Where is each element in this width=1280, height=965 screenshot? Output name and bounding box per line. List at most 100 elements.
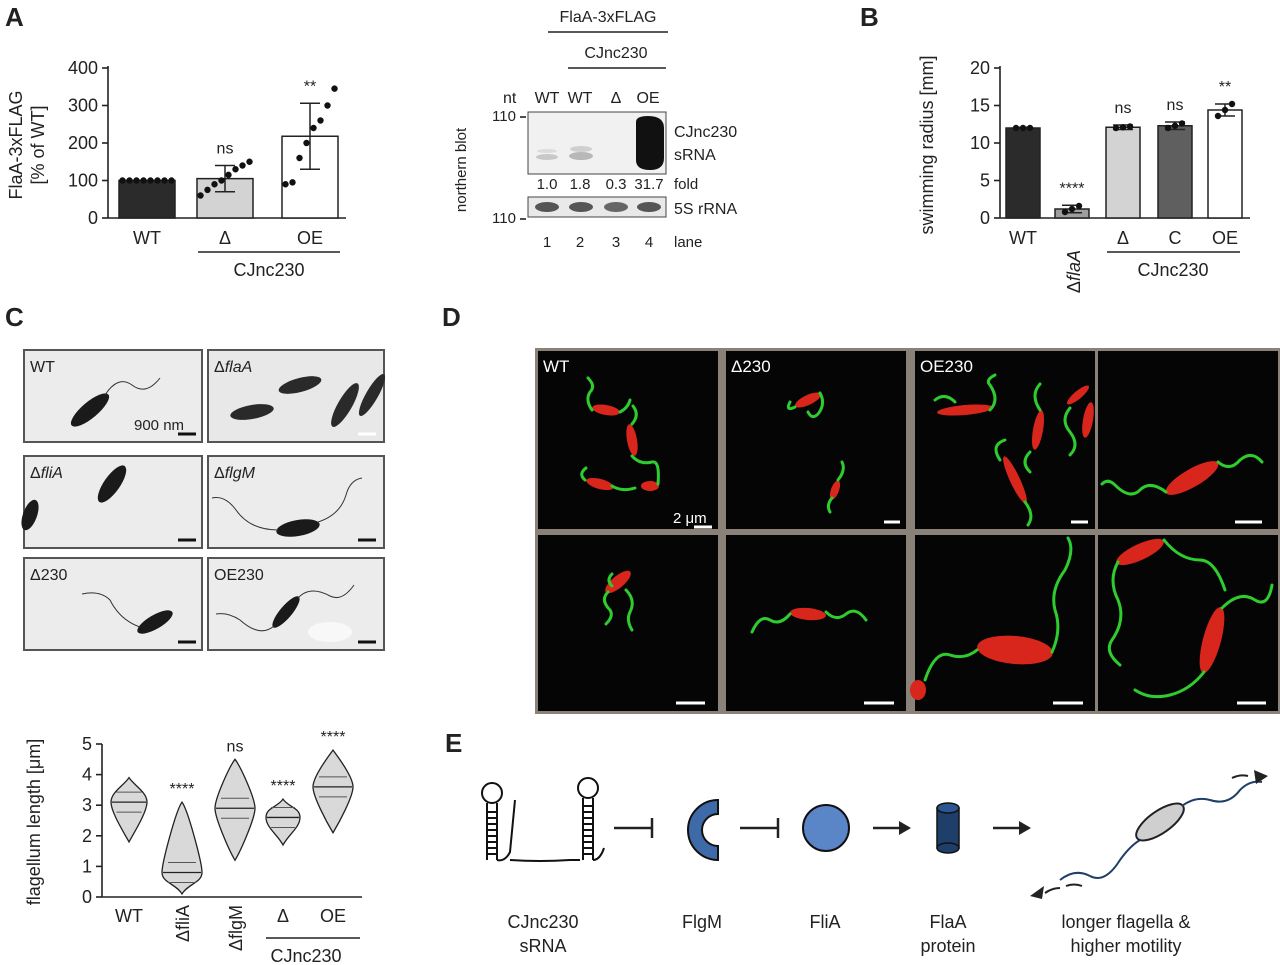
blot-rrna-band-1 (535, 202, 559, 212)
data-point (211, 181, 218, 188)
micrograph-cell (137, 610, 173, 634)
micrograph-label-wt: WT (30, 359, 55, 376)
data-point (1221, 106, 1229, 114)
x-tick-label: C (1169, 228, 1182, 248)
data-point (232, 166, 239, 173)
panel-a-group-label: CJnc230 (233, 260, 304, 280)
model-label-outcome-line2: higher motility (1070, 936, 1181, 956)
y-tick-label: 0 (88, 208, 98, 228)
data-point (296, 154, 303, 162)
x-tick-label: WT (1009, 228, 1037, 248)
micrograph-label-dflaa: ΔflaA (214, 359, 252, 376)
srna-structure-icon (481, 777, 605, 862)
data-point (1026, 124, 1034, 132)
micrograph-cell (278, 376, 322, 394)
micrograph-wt: WT 900 nm (23, 349, 203, 443)
blot-lane-number-3: 3 (612, 234, 620, 251)
micrograph-d230: Δ230 (23, 557, 203, 651)
y-tick-label: 0 (980, 208, 990, 228)
model-label-outcome-line1: longer flagella & (1061, 912, 1190, 932)
panel-letter-e: E (445, 728, 462, 758)
blot-right-label-2: sRNA (674, 147, 716, 164)
micrograph-label-d230: Δ230 (30, 567, 67, 584)
blot-fold-4: 31.7 (634, 176, 663, 193)
microscopy-tile (1098, 351, 1278, 529)
microscopy-label-wt: WT (543, 357, 569, 376)
data-point (225, 171, 232, 179)
blot-lane-label: lane (674, 234, 702, 251)
blot-band-lane1 (536, 154, 558, 160)
model-label-srna-line2: sRNA (519, 936, 566, 956)
panel-a-ylabel-line2: [% of WT] (28, 105, 48, 184)
micrograph-dflaa: ΔflaA (207, 349, 386, 443)
x-tick-label: Δ (277, 906, 289, 926)
violin (161, 801, 203, 896)
blot-rrna-band-2 (569, 202, 593, 212)
motile-cell-icon (1030, 770, 1268, 899)
x-tick-label: OE (1212, 228, 1238, 248)
significance-label: **** (271, 778, 296, 795)
activation-arrow-icon (873, 821, 911, 835)
bar (1157, 125, 1193, 219)
data-point (1164, 124, 1172, 132)
micrograph-oe230: OE230 (207, 557, 385, 651)
panel-letter-d: D (442, 302, 461, 332)
microscopy-tile (726, 535, 906, 711)
blot-rrna-label: 5S rRNA (674, 201, 737, 218)
panel-b-cat-flaa: ΔflaA (1064, 250, 1084, 293)
blot-fold-1: 1.0 (537, 176, 558, 193)
bar (1105, 126, 1141, 219)
blot-marker-top: 110 (492, 108, 516, 125)
panel-letter-a: A (5, 2, 24, 32)
data-point (140, 177, 147, 184)
bar (118, 179, 176, 219)
micrograph-cell (276, 519, 320, 537)
blot-fold-2: 1.8 (570, 176, 591, 193)
bar (1207, 109, 1243, 219)
micrograph-cell (230, 404, 274, 420)
blot-lane-number-4: 4 (645, 234, 653, 251)
significance-label: **** (1060, 180, 1085, 197)
blot-side-label: northern blot (453, 127, 470, 212)
data-point (1075, 202, 1083, 210)
micrograph-dflia: ΔfliA (21, 455, 203, 549)
data-point (218, 177, 225, 184)
significance-label: ns (217, 141, 234, 158)
micrograph-dflgm: ΔflgM (207, 455, 385, 549)
y-tick-label: 300 (68, 96, 98, 116)
panel-e-model: CJnc230 sRNA FlgM FliA FlaA protein long… (481, 770, 1268, 956)
y-tick-label: 400 (68, 58, 98, 78)
data-point (168, 177, 175, 184)
panel-b-group-label: CJnc230 (1137, 260, 1208, 280)
data-point (1112, 124, 1120, 132)
x-tick-label: Δ (1117, 228, 1129, 248)
x-tick-label: WT (115, 906, 143, 926)
blot-sub-label: CJnc230 (584, 45, 647, 62)
model-label-srna-line1: CJnc230 (507, 912, 578, 932)
y-tick-label: 4 (82, 765, 92, 785)
blot-lane-number-1: 1 (543, 234, 551, 251)
flaa-protein-icon (936, 802, 960, 854)
blot-lane-header-3: Δ (611, 90, 622, 107)
significance-label: ** (1219, 79, 1231, 96)
violin (265, 797, 301, 847)
y-tick-label: 5 (82, 734, 92, 754)
micrograph-flagellum (81, 592, 141, 628)
blot-top-label: FlaA-3xFLAG (560, 9, 657, 26)
data-point (303, 139, 310, 147)
data-point (147, 177, 154, 184)
blot-right-label-1: CJnc230 (674, 124, 737, 141)
significance-label: ns (227, 738, 244, 755)
panel-b-ylabel: swimming radius [mm] (917, 55, 937, 234)
blot-fold-3: 0.3 (606, 176, 627, 193)
blot-band-lane2-upper (570, 146, 592, 152)
blot-nt-label: nt (503, 90, 517, 107)
significance-label: ** (304, 78, 316, 95)
data-point (331, 85, 338, 92)
